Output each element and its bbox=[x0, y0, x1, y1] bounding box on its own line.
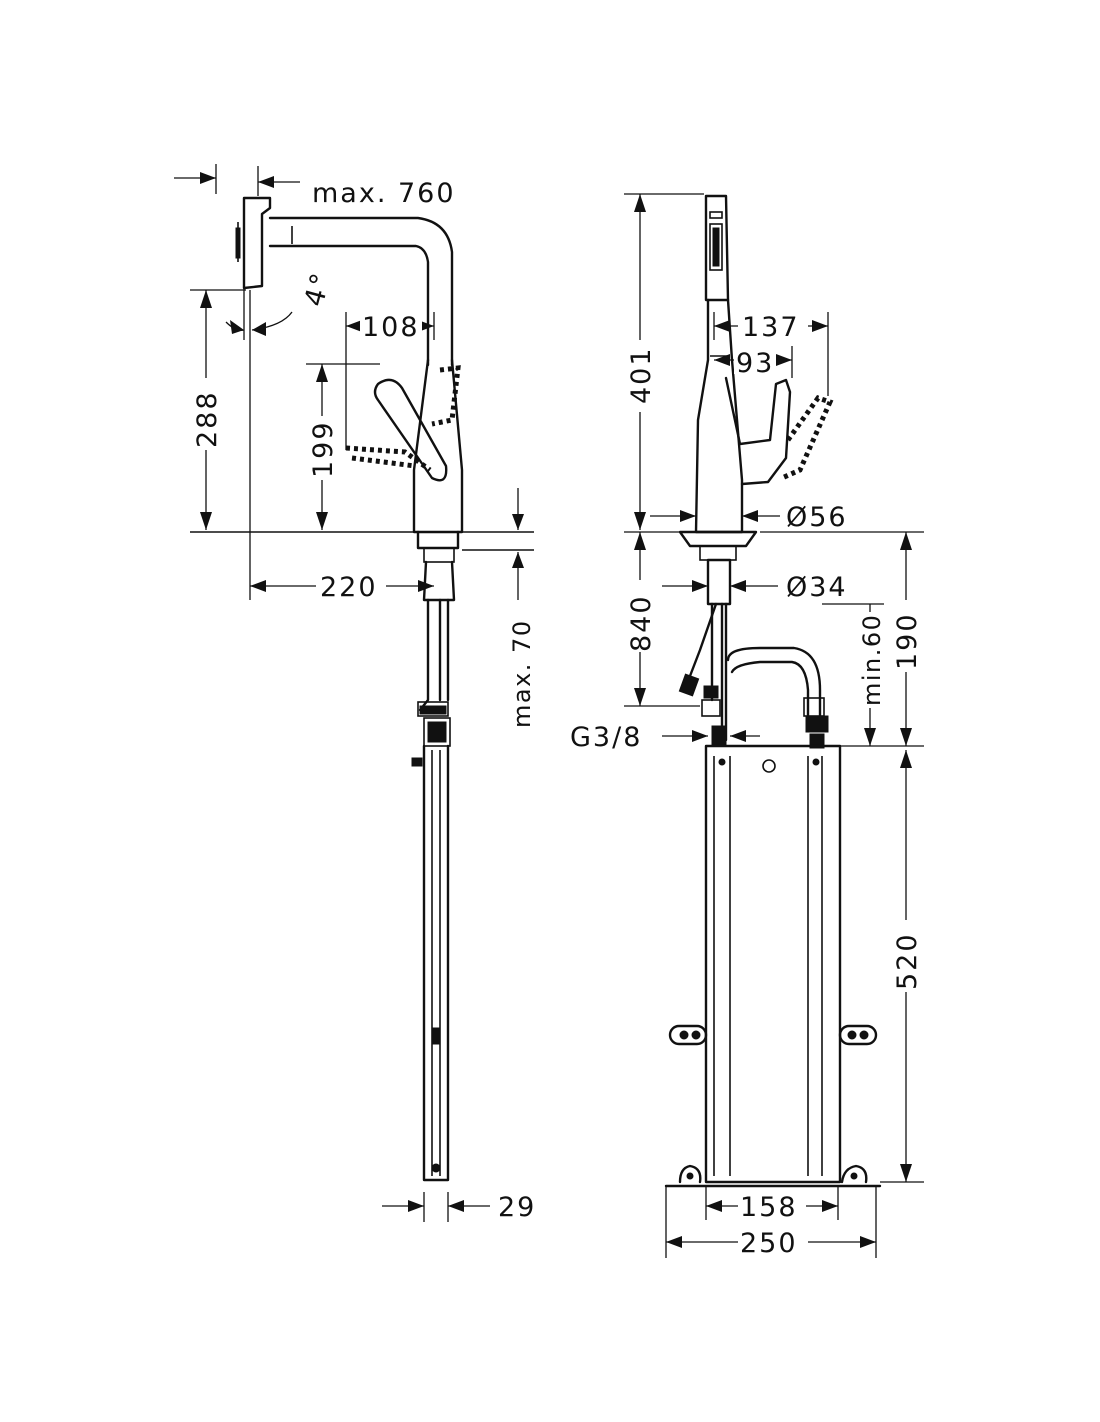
dim-countertop-label: max. 70 bbox=[508, 619, 536, 728]
spray-head bbox=[242, 196, 272, 290]
dim-thread-label: G3/8 bbox=[570, 722, 642, 753]
spout-arm bbox=[268, 216, 454, 367]
mounting-box bbox=[704, 744, 842, 1184]
shank bbox=[422, 560, 456, 602]
dim-shank-diameter-label: Ø34 bbox=[786, 572, 848, 603]
dim-box-outer-label: 250 bbox=[740, 1228, 798, 1259]
front-view-dimensions: 401 137 93 Ø56 Ø34 840 bbox=[570, 193, 924, 1259]
dim-lever-swing-label: 137 bbox=[742, 312, 800, 343]
side-view-dimensions: max. 760 4° 288 108 199 bbox=[174, 164, 536, 1223]
dim-box-inner-label: 158 bbox=[740, 1192, 798, 1223]
dim-box-height-label: 520 bbox=[892, 932, 923, 990]
side-view-faucet bbox=[190, 196, 534, 1182]
dim-total-height-label: 401 bbox=[626, 346, 657, 404]
front-view-faucet bbox=[664, 194, 882, 1188]
base-plate bbox=[664, 1164, 882, 1188]
dim-lever-reach-label: 108 bbox=[362, 312, 420, 343]
front-lever bbox=[724, 376, 792, 486]
lever-alt-position bbox=[345, 445, 432, 473]
dim-min-clearance-label: min.60 bbox=[858, 614, 886, 706]
dim-spout-reach-label: 220 bbox=[320, 572, 378, 603]
front-shank bbox=[706, 558, 732, 606]
dim-hose-length-label: 840 bbox=[626, 594, 657, 652]
dim-reach-label: max. 760 bbox=[312, 178, 456, 209]
front-right-hose bbox=[726, 646, 822, 718]
wall-bracket-right bbox=[838, 1024, 878, 1046]
faucet-body bbox=[412, 358, 464, 534]
dim-lever-label: 93 bbox=[736, 348, 774, 379]
pull-out-hose bbox=[422, 744, 450, 1182]
supply-hoses bbox=[418, 598, 450, 712]
dim-lever-height-label: 199 bbox=[308, 420, 339, 478]
dim-hose-width-label: 29 bbox=[498, 1192, 536, 1223]
dim-height-label: 288 bbox=[192, 390, 223, 448]
front-lever-alt bbox=[780, 395, 834, 481]
wall-bracket-left bbox=[668, 1024, 708, 1046]
dim-connection-height-label: 190 bbox=[892, 612, 923, 670]
dim-angle-label: 4° bbox=[299, 268, 338, 310]
lever bbox=[373, 378, 448, 482]
dim-base-diameter-label: Ø56 bbox=[786, 502, 848, 533]
